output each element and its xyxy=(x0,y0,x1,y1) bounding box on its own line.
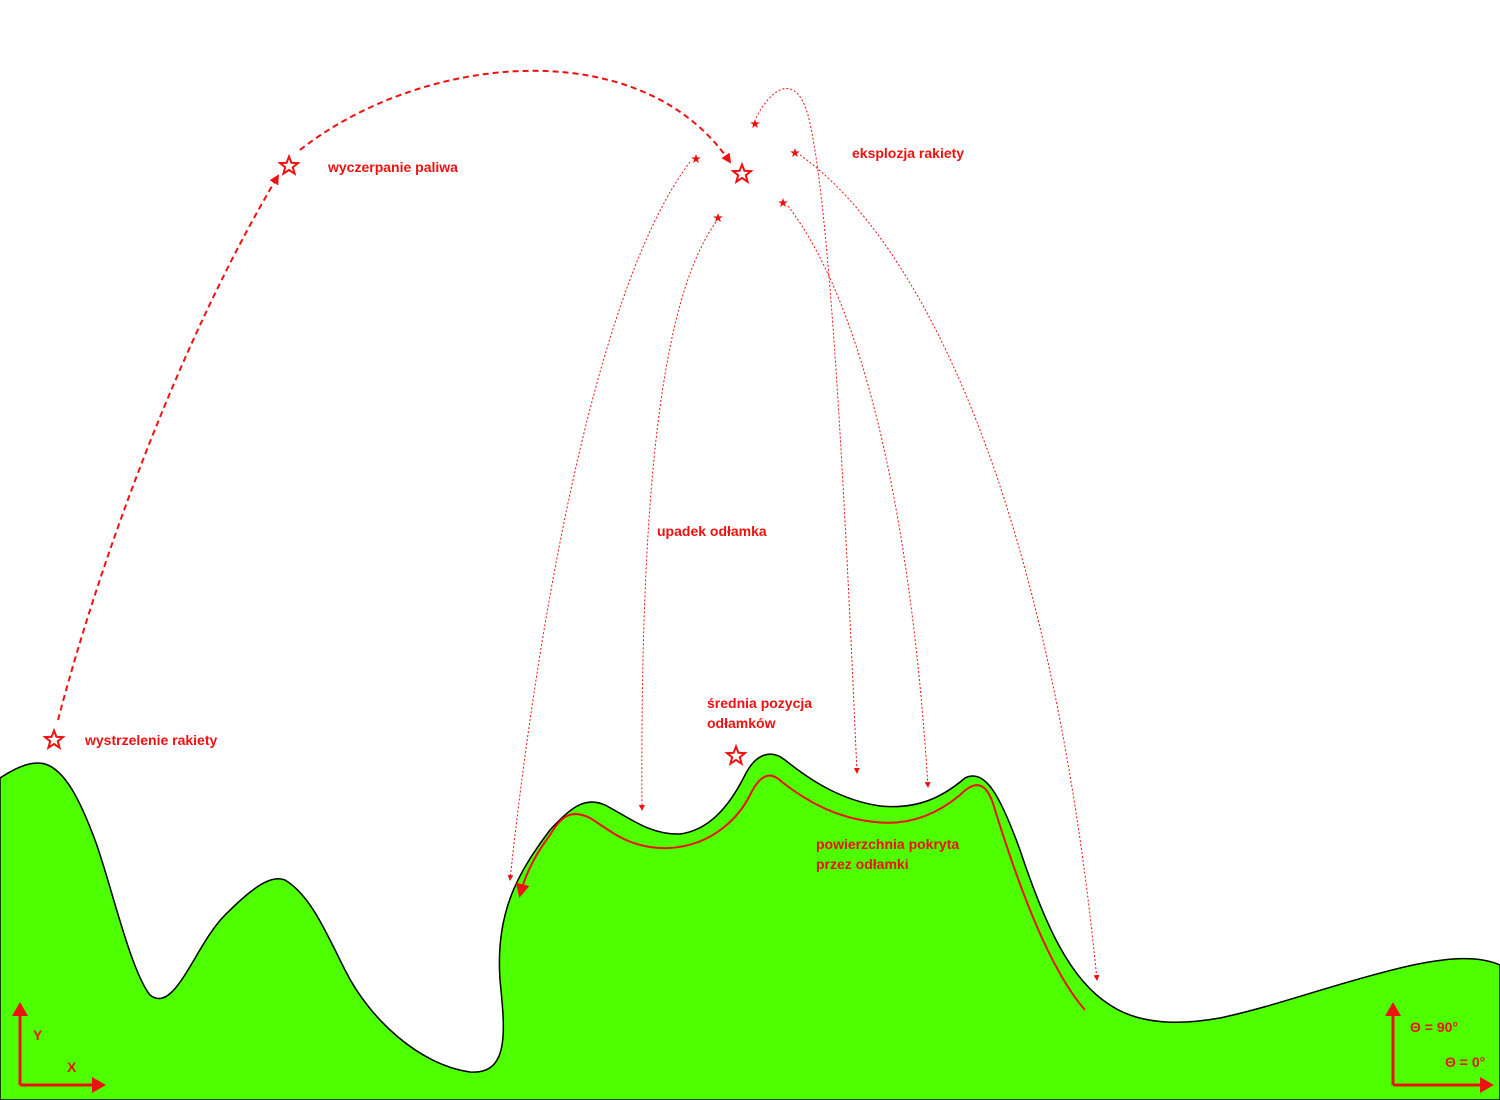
x-axis-label: X xyxy=(67,1059,77,1075)
fragment-star-icon xyxy=(713,213,723,222)
explosion-label: eksplozja rakiety xyxy=(852,145,964,161)
theta-0-label: Θ = 0° xyxy=(1445,1054,1485,1070)
fragment-path-5 xyxy=(799,154,1100,981)
explosion-star-icon xyxy=(730,161,754,185)
fragment-star-icon xyxy=(778,198,788,207)
fragment-star-icon xyxy=(790,148,800,157)
y-axis-label: Y xyxy=(33,1027,43,1043)
coverage-label-line1: powierzchnia pokryta xyxy=(816,836,959,852)
fragment-star-icon xyxy=(750,119,760,128)
ballistic-trajectory xyxy=(299,69,732,164)
angle-axes: Θ = 90° Θ = 0° xyxy=(1385,1002,1494,1093)
mean-position-label-line1: średnia pozycja xyxy=(707,695,812,711)
mean-position-star-icon xyxy=(724,743,748,767)
fragment-path-2 xyxy=(638,221,717,811)
theta-90-label: Θ = 90° xyxy=(1410,1019,1458,1035)
burnout-star-icon xyxy=(277,153,301,177)
fragment-path-3 xyxy=(755,88,860,774)
fragment-star-icon xyxy=(691,154,701,163)
terrain xyxy=(0,753,1500,1100)
burnout-label: wyczerpanie paliwa xyxy=(327,159,458,175)
xy-axes: Y X xyxy=(12,1002,106,1093)
coverage-arrow xyxy=(515,774,1086,1011)
launch-label: wystrzelenie rakiety xyxy=(84,732,218,748)
fragment-path-4 xyxy=(787,205,931,788)
fragment-path-1 xyxy=(507,161,691,881)
coverage-label-line2: przez odłamki xyxy=(816,856,909,872)
launch-trajectory xyxy=(57,174,280,721)
launch-star-icon xyxy=(42,727,66,751)
mean-position-label-line2: odłamków xyxy=(707,715,776,731)
fragment-fall-label: upadek odłamka xyxy=(657,523,767,539)
